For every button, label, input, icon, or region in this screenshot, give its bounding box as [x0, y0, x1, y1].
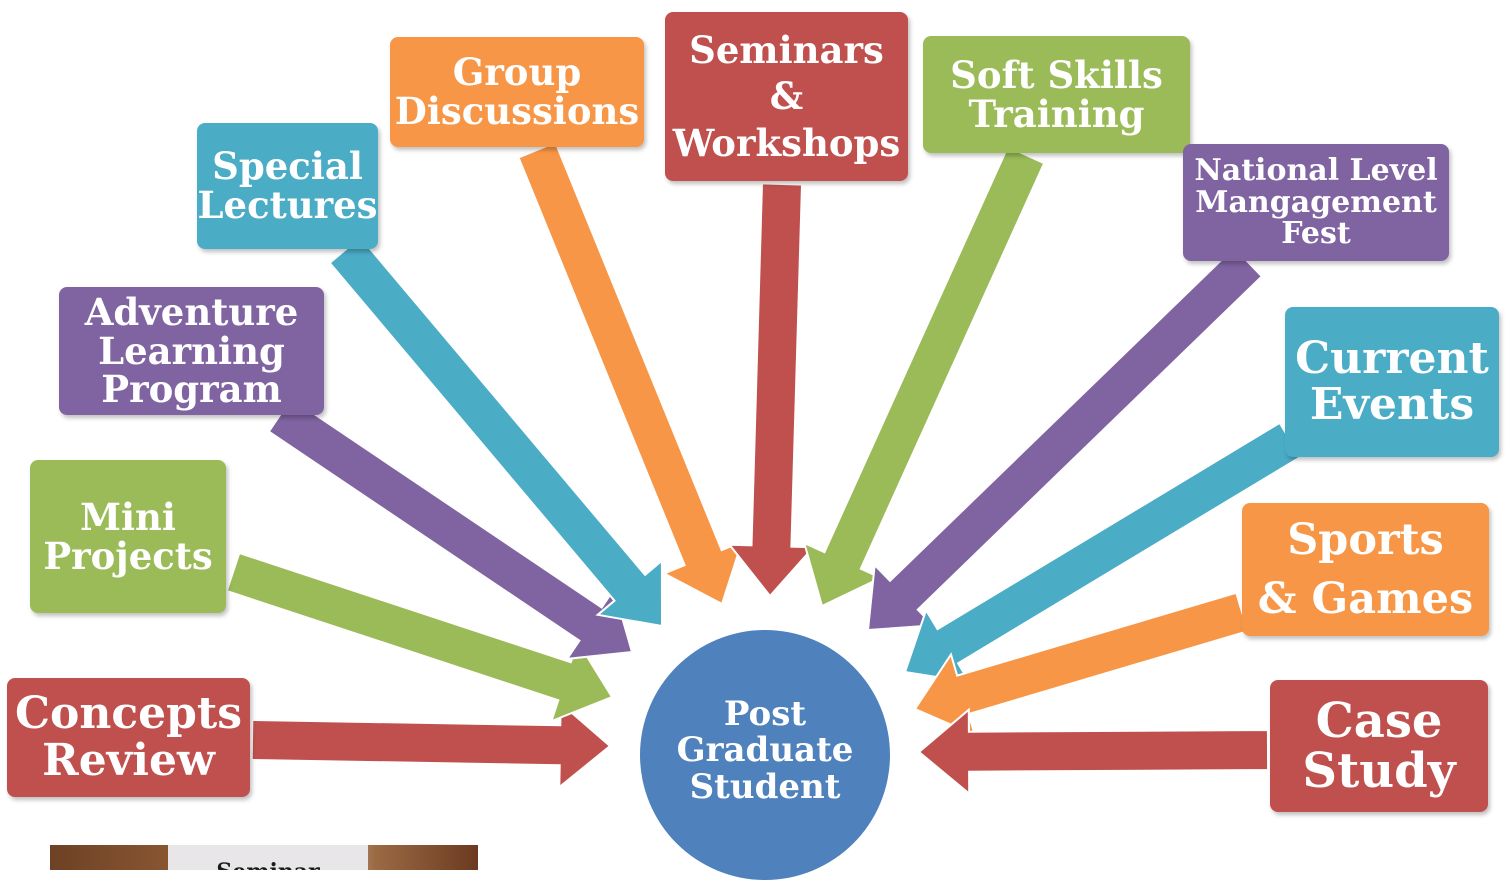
node-label-adventure-learning-program: Adventure Learning Program: [84, 289, 299, 412]
node-concepts-review: Concepts Review: [7, 678, 250, 797]
node-seminars-workshops: Seminars & Workshops: [665, 12, 908, 181]
node-case-study: Case Study: [1270, 680, 1488, 812]
arrow-mini-projects: [225, 551, 614, 723]
seminar-photo-sign-text: Seminar: [168, 859, 368, 870]
center-post-graduate-student: Post Graduate Student: [640, 630, 890, 880]
node-sports-games: Sports & Games: [1242, 503, 1489, 636]
node-mini-projects: Mini Projects: [30, 460, 226, 613]
arrow-concepts-review: [250, 701, 612, 790]
node-label-sports-games: Sports & Games: [1257, 515, 1474, 624]
arrow-adventure-learning-program: [267, 397, 634, 661]
node-soft-skills-training: Soft Skills Training: [923, 36, 1190, 153]
node-label-current-events: Current Events: [1295, 332, 1489, 430]
node-label-special-lectures: Special Lectures: [197, 144, 378, 227]
arrow-special-lectures: [328, 235, 664, 628]
arrow-sports-games: [913, 591, 1249, 737]
seminar-photo-sign: Seminar: [168, 845, 368, 870]
node-national-level-fest: National Level Mangagement Fest: [1183, 144, 1449, 261]
node-label-seminars-workshops: Seminars & Workshops: [672, 28, 901, 165]
arrow-case-study: [917, 707, 1270, 796]
node-label-national-level-fest: National Level Mangagement Fest: [1194, 153, 1438, 252]
node-label-case-study: Case Study: [1302, 692, 1456, 799]
node-current-events: Current Events: [1285, 307, 1499, 457]
arrow-soft-skills-training: [802, 145, 1046, 608]
node-adventure-learning-program: Adventure Learning Program: [59, 287, 324, 415]
arrows-layer: [225, 141, 1302, 796]
node-label-mini-projects: Mini Projects: [43, 494, 213, 578]
center-label: Post Graduate Student: [676, 694, 854, 807]
node-group-discussions: Group Discussions: [390, 37, 644, 147]
seminar-photo: Seminar: [50, 845, 478, 870]
node-label-soft-skills-training: Soft Skills Training: [950, 52, 1163, 136]
arrow-group-discussions: [517, 141, 744, 606]
arrow-seminars-workshops: [727, 182, 816, 598]
arrow-national-level-fest: [866, 246, 1264, 632]
node-label-concepts-review: Concepts Review: [14, 688, 242, 786]
node-special-lectures: Special Lectures: [197, 123, 378, 249]
node-label-group-discussions: Group Discussions: [394, 50, 640, 133]
